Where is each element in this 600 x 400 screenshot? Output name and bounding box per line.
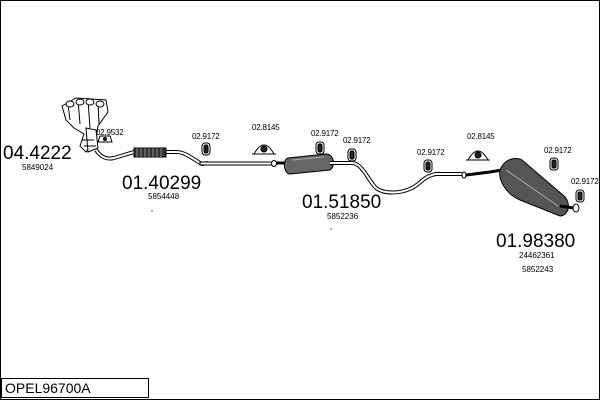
hanger-3-label: 02.9172 xyxy=(343,136,371,145)
rear-silencer-oe-number-2: 5852243 xyxy=(522,265,554,274)
hanger-icon-1 xyxy=(201,142,211,156)
middle-silencer-part-number: 01.51850 xyxy=(302,192,382,213)
reference-dots xyxy=(151,210,332,230)
diagram-title: OPEL96700A xyxy=(5,380,91,396)
rear-silencer xyxy=(465,157,580,217)
hanger-icon-2 xyxy=(315,141,325,155)
hanger-5-label: 02.9172 xyxy=(544,146,572,155)
front-pipe-part-number: 01.40299 xyxy=(122,173,202,194)
front-pipe xyxy=(94,147,277,167)
hanger-icon-6 xyxy=(575,189,585,203)
gasket-front-label: 02.9532 xyxy=(96,128,124,137)
hanger-1-label: 02.9172 xyxy=(192,132,220,141)
middle-silencer-oe-number: 5852236 xyxy=(327,212,359,221)
manifold-part-number: 04.4222 xyxy=(3,143,72,164)
title-box: OPEL96700A xyxy=(1,378,149,398)
rear-silencer-part-number: 01.98380 xyxy=(496,231,576,252)
hanger-6-label: 02.9172 xyxy=(571,177,599,186)
hanger-4-label: 02.9172 xyxy=(417,148,445,157)
manifold-oe-number: 5849024 xyxy=(22,163,54,172)
clamp-icon-2 xyxy=(466,150,490,161)
hanger-icon-4 xyxy=(423,159,433,173)
clamp-icon-1 xyxy=(252,144,276,155)
hanger-icon-3 xyxy=(347,148,357,162)
clamp-2-label: 02.8145 xyxy=(467,132,495,141)
clamp-1-label: 02.8145 xyxy=(252,123,280,132)
rear-silencer-oe-number-1: 24462361 xyxy=(519,251,555,260)
front-pipe-oe-number: 5854448 xyxy=(148,192,180,201)
middle-silencer xyxy=(276,153,467,195)
gasket-icon xyxy=(97,135,113,143)
hanger-icon-5 xyxy=(549,157,559,171)
hanger-2-label: 02.9172 xyxy=(311,129,339,138)
exhaust-manifold xyxy=(61,97,109,153)
